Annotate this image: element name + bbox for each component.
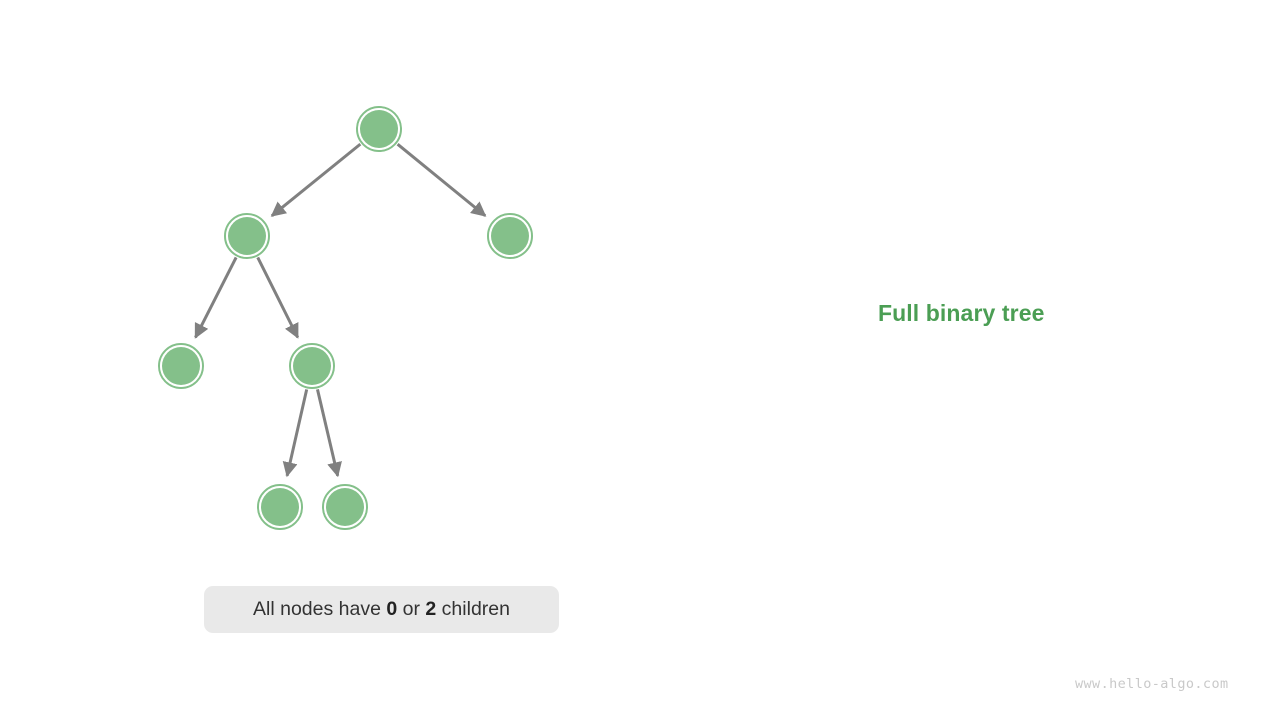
tree-node xyxy=(289,343,335,389)
tree-node xyxy=(356,106,402,152)
tree-node-fill xyxy=(293,347,331,385)
tree-edge xyxy=(396,143,487,217)
tree-edge xyxy=(194,256,238,339)
tree-node-gap xyxy=(324,486,366,528)
tree-node-ring xyxy=(322,484,368,530)
caption-box: All nodes have 0 or 2 children xyxy=(204,586,559,633)
tree-node-fill xyxy=(228,217,266,255)
diagram-title: Full binary tree xyxy=(878,300,1045,326)
tree-node-ring xyxy=(289,343,335,389)
tree-node-gap xyxy=(291,345,333,387)
tree-edge xyxy=(256,256,300,339)
caption-middle: or xyxy=(397,598,426,620)
tree-node-fill xyxy=(491,217,529,255)
tree-edges xyxy=(194,142,487,478)
tree-node xyxy=(257,484,303,530)
tree-node-fill xyxy=(360,110,398,148)
tree-node-fill xyxy=(326,488,364,526)
tree-node-gap xyxy=(259,486,301,528)
caption-bold-two: 2 xyxy=(425,598,437,620)
tree-node xyxy=(322,484,368,530)
tree-node-fill xyxy=(162,347,200,385)
caption-bold-zero: 0 xyxy=(386,598,398,620)
tree-node xyxy=(224,213,270,259)
caption-text: All nodes have 0 or 2 children xyxy=(253,598,510,621)
tree-edge xyxy=(282,389,309,478)
tree-nodes xyxy=(158,106,533,530)
tree-node-ring xyxy=(356,106,402,152)
tree-node-gap xyxy=(160,345,202,387)
caption-suffix: children xyxy=(436,598,510,620)
tree-node-ring xyxy=(487,213,533,259)
tree-node-ring xyxy=(257,484,303,530)
caption-prefix: All nodes have xyxy=(253,598,387,620)
tree-node-ring xyxy=(158,343,204,389)
tree-node-gap xyxy=(489,215,531,257)
tree-node-gap xyxy=(358,108,400,150)
tree-node-ring xyxy=(224,213,270,259)
tree-node xyxy=(158,343,204,389)
tree-node xyxy=(487,213,533,259)
tree-node-gap xyxy=(226,215,268,257)
watermark: www.hello-algo.com xyxy=(1075,676,1229,692)
tree-edge xyxy=(270,142,362,218)
tree-edge xyxy=(316,389,342,478)
tree-node-fill xyxy=(261,488,299,526)
